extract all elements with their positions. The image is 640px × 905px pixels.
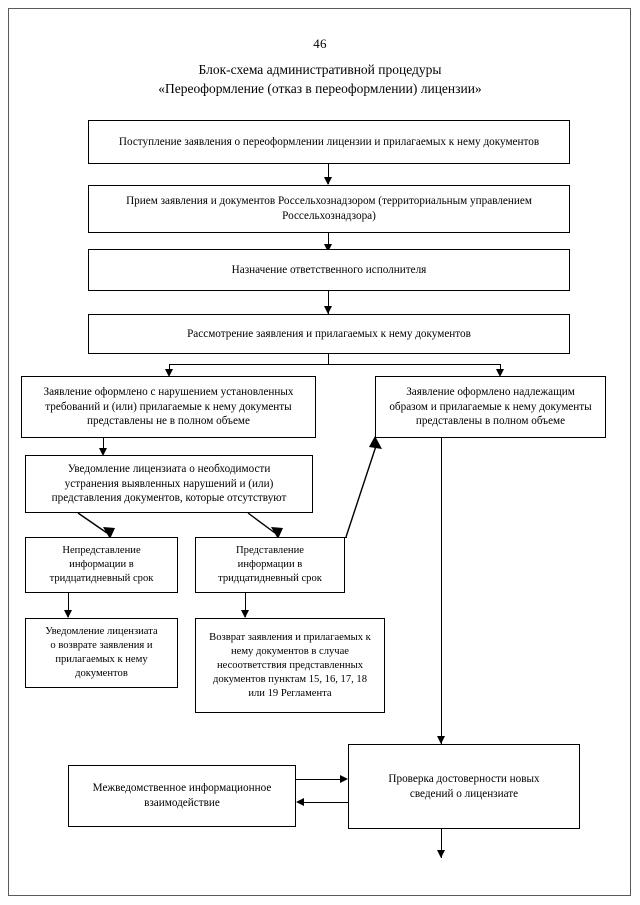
node-text-line1: Непредставление	[62, 545, 141, 556]
diagram-title: Блок-схема административной процедуры «П…	[0, 60, 640, 98]
node-application-received: Поступление заявления о переоформлении л…	[88, 120, 570, 164]
arrowhead-n8-n10	[64, 610, 72, 618]
node-text-line1: Уведомление лицензиата	[45, 626, 158, 637]
node-text-line3: представлены в полном объеме	[415, 415, 566, 428]
node-text-line3: несоответствия представленных	[216, 659, 364, 671]
node-text-line2: устранения выявленных нарушений и (или)	[64, 477, 274, 490]
node-text-block: Непредставление информации в тридцатидне…	[50, 544, 154, 586]
node-text-block: Представление информации в тридцатидневн…	[218, 544, 322, 586]
node-text-block: Заявление оформлено надлежащим образом и…	[389, 385, 591, 429]
node-text-line5: или 19 Регламента	[248, 687, 332, 699]
node-text-line2: нему документов в случае	[230, 645, 350, 657]
node-text-line1: Межведомственное информационное	[92, 782, 272, 795]
node-application-in-order: Заявление оформлено надлежащим образом и…	[375, 376, 606, 438]
connector-n4-split-bar	[169, 364, 500, 365]
node-notify-licensee-to-fix: Уведомление лицензиата о необходимости у…	[25, 455, 313, 513]
node-text-line4: документов пунктам 15, 16, 17, 18	[212, 673, 368, 685]
diagram-title-line1: Блок-схема административной процедуры	[198, 62, 442, 77]
node-text-block: Проверка достоверности новых сведений о …	[388, 772, 539, 801]
connector-n7-n9	[247, 512, 283, 539]
page-border	[8, 8, 631, 896]
node-text-line3: представления документов, которые отсутс…	[51, 492, 287, 505]
node-verify-new-information: Проверка достоверности новых сведений о …	[348, 744, 580, 829]
connector-n9-n11	[245, 593, 246, 617]
connector-n6-n13	[441, 438, 442, 744]
arrowhead-n13-n12	[296, 797, 304, 806]
arrowhead-n12-n13	[340, 774, 348, 783]
connector-n2-n3	[328, 233, 329, 250]
connector-n12-n13	[296, 779, 341, 780]
node-review-application: Рассмотрение заявления и прилагаемых к н…	[88, 314, 570, 354]
node-application-accepted: Прием заявления и документов Россельхозн…	[88, 185, 570, 233]
arrowhead-n4-n6	[496, 369, 504, 377]
node-text-line1: Проверка достоверности новых	[388, 772, 540, 785]
arrowhead-n6-n13	[437, 736, 445, 744]
node-text-line2: образом и прилагаемые к нему документы	[389, 400, 592, 413]
arrowhead-n5-n7	[99, 448, 107, 456]
node-text-block: Уведомление лицензиата о необходимости у…	[52, 462, 287, 506]
node-text-line1: Представление	[236, 545, 304, 556]
page-number: 46	[313, 36, 327, 51]
node-text-line3: тридцатидневный срок	[218, 573, 322, 584]
arrowhead-n3-n4	[324, 306, 332, 314]
node-text-line3: представлены не в полном объеме	[87, 415, 250, 428]
connector-n7-n8	[77, 512, 115, 539]
arrowhead-n1-n2	[324, 177, 332, 185]
node-text: Назначение ответственного исполнителя	[231, 263, 427, 276]
node-text-line2: информации в	[69, 559, 134, 570]
arrowhead-n9-n11	[241, 610, 249, 618]
node-text-block: Межведомственное информационное взаимоде…	[93, 781, 272, 810]
arrowhead-n13-bottom	[437, 850, 445, 858]
connector-n3-n4	[328, 291, 329, 315]
connector-n5-n7	[103, 438, 104, 454]
connector-n9-corner-bar	[345, 537, 347, 538]
connector-n8-n10	[68, 593, 69, 617]
node-text-line3: прилагаемых к нему	[55, 654, 148, 665]
node-text-line2: информации в	[237, 559, 303, 570]
node-text-line2: сведений о лицензиате	[409, 787, 519, 800]
node-text-line1: Прием заявления и документов Россельхозн…	[126, 195, 532, 208]
connector-n9-to-n6-diagonal	[345, 436, 382, 538]
node-return-application-noncompliance: Возврат заявления и прилагаемых к нему д…	[195, 618, 385, 713]
node-text-block: Возврат заявления и прилагаемых к нему д…	[209, 631, 371, 701]
node-text-line4: документов	[75, 668, 128, 679]
node-text-line2: о возврате заявления и	[50, 640, 153, 651]
node-interagency-information-exchange: Межведомственное информационное взаимоде…	[68, 765, 296, 827]
node-text: Рассмотрение заявления и прилагаемых к н…	[187, 327, 471, 340]
node-text-line2: требований и (или) прилагаемые к нему до…	[45, 400, 292, 413]
node-text: Поступление заявления о переоформлении л…	[118, 135, 540, 148]
node-no-information-in-thirty-days: Непредставление информации в тридцатидне…	[25, 537, 178, 593]
node-text-block: Уведомление лицензиата о возврате заявле…	[45, 625, 157, 681]
connector-n13-bottom	[441, 829, 442, 858]
diagram-title-line2: «Переоформление (отказ в переоформлении)…	[158, 81, 482, 96]
arrowhead-n2-n3	[324, 244, 332, 252]
node-text-line1: Заявление оформлено надлежащим	[406, 386, 575, 399]
node-notify-licensee-return: Уведомление лицензиата о возврате заявле…	[25, 618, 178, 688]
node-text-line2: Россельхознадзора)	[282, 210, 376, 222]
node-text-line1: Заявление оформлено с нарушением установ…	[43, 386, 294, 399]
node-text-line3: тридцатидневный срок	[49, 573, 154, 584]
connector-n4-split-stem	[328, 354, 329, 364]
arrowhead-n4-n5	[165, 369, 173, 377]
connector-n1-n2	[328, 164, 329, 184]
node-text-block: Заявление оформлено с нарушением установ…	[43, 385, 293, 429]
node-information-in-thirty-days: Представление информации в тридцатидневн…	[195, 537, 345, 593]
node-application-has-violations: Заявление оформлено с нарушением установ…	[21, 376, 316, 438]
node-assign-responsible-officer: Назначение ответственного исполнителя	[88, 249, 570, 291]
node-text-line1: Уведомление лицензиата о необходимости	[67, 463, 271, 476]
node-text-line2: взаимодействие	[144, 797, 220, 809]
connector-n13-n12	[303, 802, 348, 803]
node-text-line1: Возврат заявления и прилагаемых к	[209, 631, 371, 643]
node-text-block: Прием заявления и документов Россельхозн…	[126, 194, 532, 223]
